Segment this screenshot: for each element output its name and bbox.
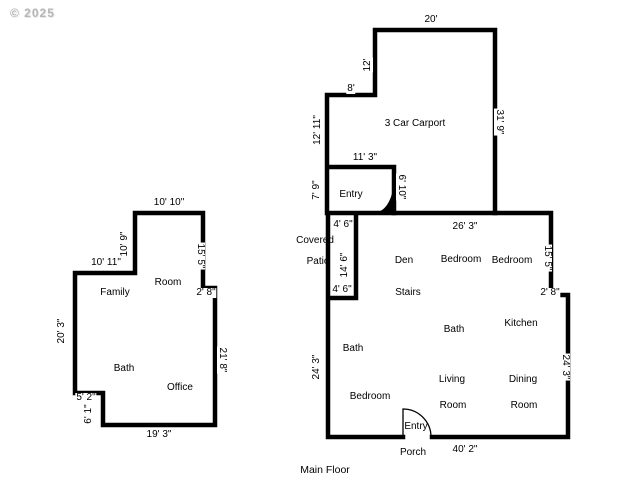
vestibule-dim-top: 11' 3" (351, 152, 379, 163)
porch-door-arc (402, 408, 432, 438)
room-label-patio-line2: Patio (306, 256, 330, 267)
room-label-kitchen: Kitchen (504, 318, 538, 329)
main-house-dim-right-upper: 15' 5" (542, 244, 553, 272)
floor-title: Main Floor (300, 463, 350, 476)
entry-door-swing (376, 178, 394, 212)
left-house-dim-right-upper: 15' 5" (195, 242, 206, 270)
main-house-dim-top: 26' 3" (451, 221, 479, 232)
carport-dim-left-upper: 12' (362, 57, 373, 73)
room-label-entry-lower: Entry (404, 421, 428, 432)
room-label-living-line1: Living (438, 374, 466, 385)
left-house-dim-left: 20' 3" (56, 317, 67, 345)
main-house-dim-right-lower: 24' 3" (560, 353, 571, 381)
room-label-office: Office (167, 382, 193, 393)
main-house-dim-left: 24' 3" (311, 353, 322, 381)
room-label-bath-left-house: Bath (113, 363, 135, 374)
room-label-dining-line2: Room (510, 400, 538, 411)
room-label-stairs: Stairs (395, 287, 421, 298)
carport-dim-right: 31' 9" (494, 108, 505, 136)
left-house-dim-step-h: 5' 2" (75, 392, 97, 403)
carport-dim-left-lower: 12' 11" (312, 114, 323, 146)
copyright-watermark: © 2025 (10, 6, 55, 20)
room-label-family-line1: Family (100, 287, 130, 298)
room-label-carport: 3 Car Carport (384, 118, 446, 129)
room-label-living-line2: Room (439, 400, 467, 411)
room-label-bedroom-2: Bedroom (491, 255, 533, 266)
carport-dim-top: 20' (423, 14, 439, 25)
room-label-entry-upper: Entry (339, 189, 363, 200)
carport-dim-notch: 8' (346, 83, 356, 94)
left-house-dim-jog: 2' 8" (195, 287, 217, 298)
room-label-bath-upper: Bath (443, 324, 465, 335)
vestibule-dim-right: 6' 10" (396, 173, 407, 201)
left-house-dim-top: 10' 10" (152, 197, 186, 208)
left-house-dim-inner-horizontal: 10' 11" (90, 257, 122, 268)
left-house-dim-inner-vertical: 10' 9" (119, 230, 130, 258)
patio-dim-width-bottom: 4' 6" (331, 284, 353, 295)
left-house-dim-step-v: 6' 1" (83, 403, 94, 425)
main-house-dim-jog: 2' 8" (539, 287, 561, 298)
patio-dim-width-top: 4' 6" (332, 219, 354, 230)
left-house-dim-right: 21' 8" (217, 346, 228, 374)
room-label-bath-left: Bath (342, 343, 364, 354)
room-label-bedroom-3: Bedroom (349, 391, 391, 402)
left-house-dim-bottom: 19' 3" (145, 429, 173, 440)
room-label-patio-line1: Covered (296, 235, 334, 246)
room-label-bedroom-1: Bedroom (440, 254, 482, 265)
room-label-porch: Porch (399, 447, 427, 458)
main-house-dim-bottom: 40' 2" (451, 444, 479, 455)
room-label-family-line2: Room (154, 277, 182, 288)
room-label-dining-line1: Dining (508, 374, 538, 385)
vestibule-dim-left: 7' 9" (311, 179, 322, 201)
patio-dim-length: 14' 6" (339, 251, 350, 279)
room-label-den: Den (394, 255, 414, 266)
